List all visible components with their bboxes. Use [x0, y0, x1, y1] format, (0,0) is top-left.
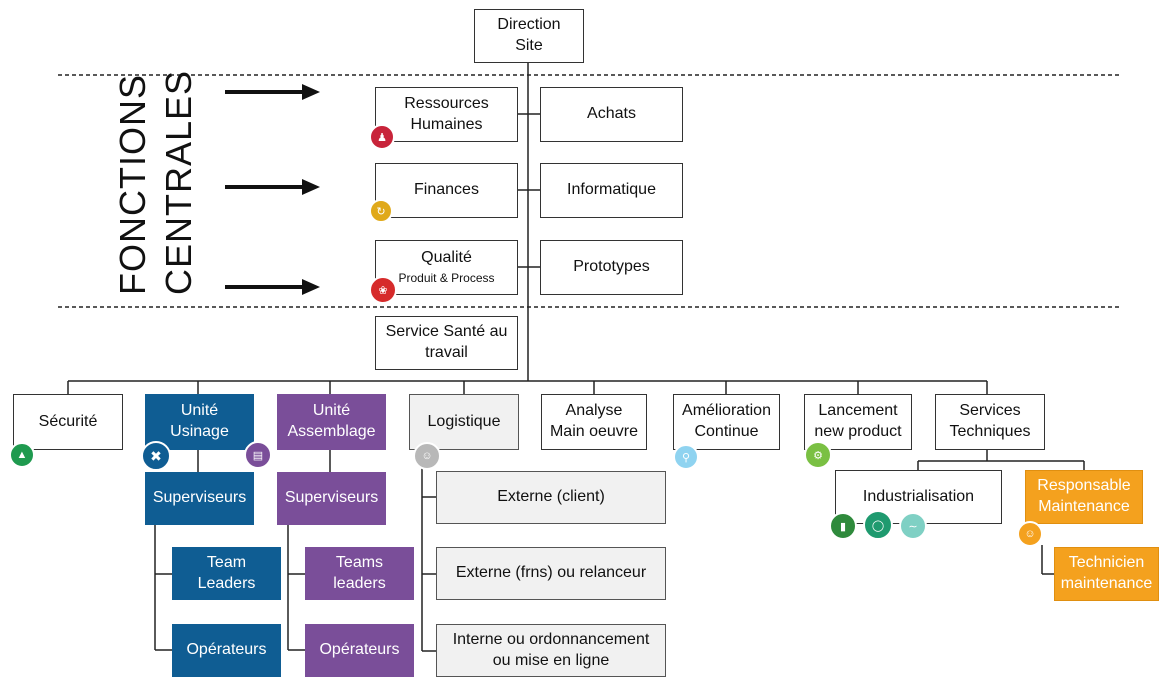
logistique-box: Logistique [409, 394, 519, 450]
usinage-superviseurs-box: Superviseurs [145, 472, 254, 525]
assemblage-superviseurs-box: Superviseurs [277, 472, 386, 525]
industrialisation-box: Industrialisation [835, 470, 1002, 524]
unite-usinage-box: Unité Usinage [145, 394, 254, 450]
usinage-operateurs-box: Opérateurs [172, 624, 281, 677]
assemblage-operateurs-box: Opérateurs [305, 624, 414, 677]
worker-icon: ☺ [1017, 521, 1043, 547]
tools-icon: ✖ [141, 441, 171, 471]
analyse-main-oeuvre-box: Analyse Main oeuvre [541, 394, 647, 450]
services-techniques-box: Services Techniques [935, 394, 1045, 450]
technicien-maintenance-box: Technicien maintenance [1054, 547, 1159, 601]
amelioration-continue-box: Amélioration Continue [673, 394, 780, 450]
logistique-externe-frns-box: Externe (frns) ou relanceur [436, 547, 666, 600]
ressources-humaines-box: Ressources Humaines [375, 87, 518, 142]
coin-icon: ↻ [369, 199, 393, 223]
service-sante-box: Service Santé au travail [375, 316, 518, 370]
securite-box: Sécurité [13, 394, 123, 450]
lancement-new-product-box: Lancement new product [804, 394, 912, 450]
qualite-box: Qualité Produit & Process [375, 240, 518, 295]
qualite-sublabel: Produit & Process [398, 271, 495, 286]
unite-assemblage-box: Unité Assemblage [277, 394, 386, 450]
gears-icon: ⚙ [804, 441, 832, 469]
centrales-title: CENTRALES [158, 69, 199, 295]
helmet-icon: ▲ [9, 442, 35, 468]
assemblage-teams-leaders-box: Teams leaders [305, 547, 414, 600]
prototypes-box: Prototypes [540, 240, 683, 295]
user-icon: ☺ [413, 442, 441, 470]
award-icon: ❀ [369, 276, 397, 304]
people-icon: ♟ [369, 124, 395, 150]
logistique-interne-box: Interne ou ordonnancement ou mise en lig… [436, 624, 666, 677]
qualite-label: Qualité [421, 249, 472, 267]
usinage-team-leaders-box: Team Leaders [172, 547, 281, 600]
chart-icon: ▮ [829, 512, 857, 540]
notebook-icon: ▤ [244, 441, 272, 469]
logistique-externe-client-box: Externe (client) [436, 471, 666, 524]
magnifier-icon: ⚲ [673, 444, 699, 470]
achats-box: Achats [540, 87, 683, 142]
responsable-maintenance-box: Responsable Maintenance [1025, 470, 1143, 524]
fonctions-title: FONCTIONS [112, 74, 153, 295]
finances-box: Finances [375, 163, 518, 218]
handshake-icon: ∼ [899, 512, 927, 540]
informatique-box: Informatique [540, 163, 683, 218]
lightbulb-icon: ◯ [863, 510, 893, 540]
direction-site-box: Direction Site [474, 9, 584, 63]
